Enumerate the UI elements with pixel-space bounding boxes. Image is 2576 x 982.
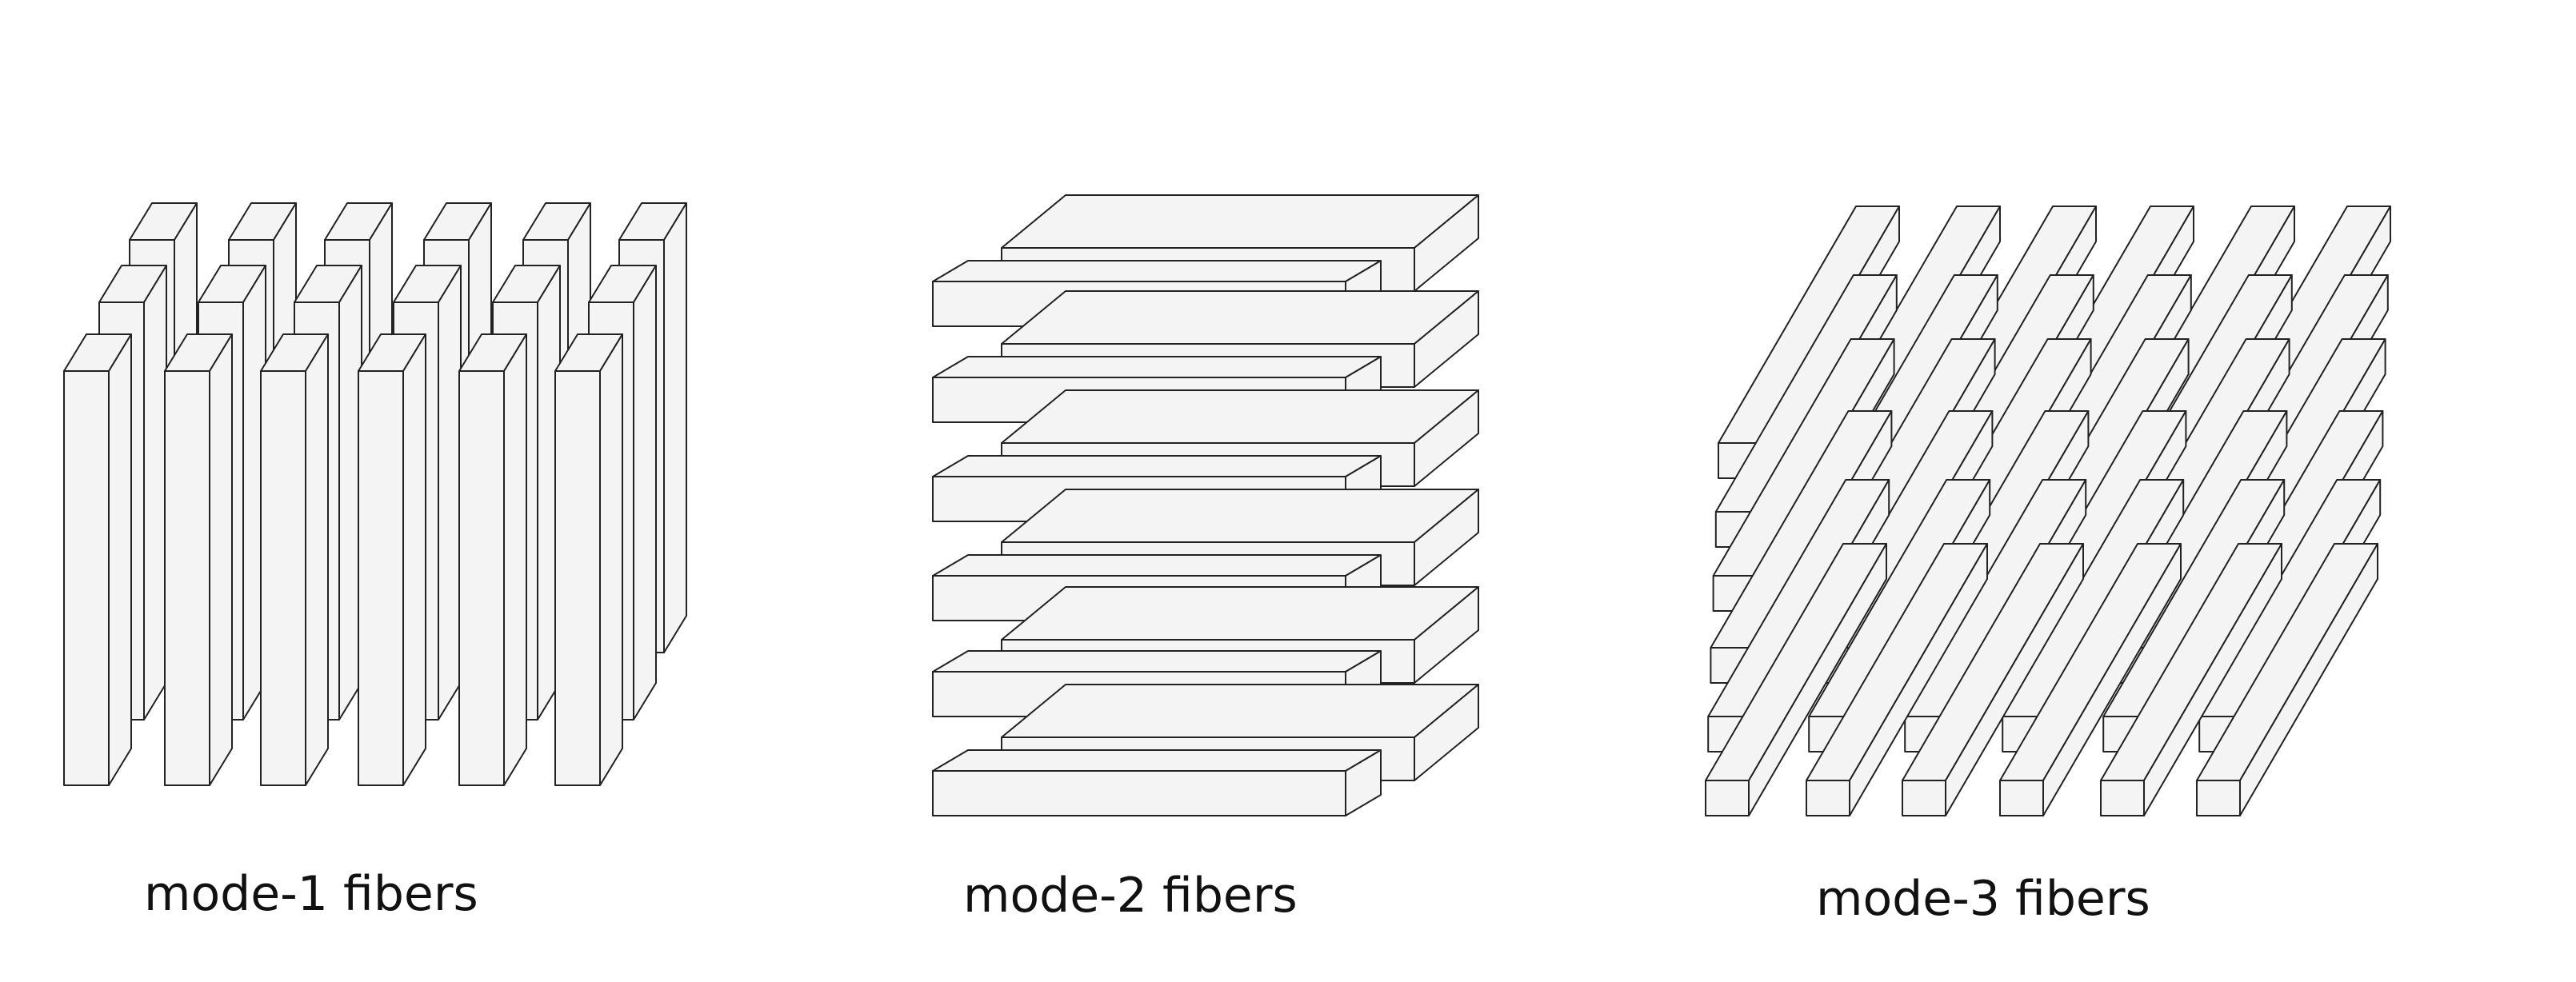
horizontal-fiber-front-5-top-face (932, 749, 1382, 772)
mode-3-fibers-panel (1705, 206, 2391, 816)
vertical-fiber-r2-c0 (63, 333, 132, 786)
horizontal-fiber-front-5 (932, 749, 1382, 816)
vertical-fiber-r2-c0-front-face (63, 370, 110, 786)
depth-fiber-r5-c1 (1806, 543, 1988, 816)
depth-fiber-r5-c2 (1902, 543, 2084, 816)
vertical-fiber-r2-c2 (260, 333, 329, 786)
horizontal-fiber-front-5-front-face (932, 770, 1346, 816)
horizontal-fiber-front-4-top-face (932, 650, 1382, 673)
horizontal-fiber-back-4-top-face (1001, 586, 1479, 641)
vertical-fiber-r1-c0-side-face (143, 265, 167, 721)
vertical-fiber-r2-c5-front-face (554, 370, 601, 786)
vertical-fiber-r2-c5-side-face (599, 333, 623, 786)
horizontal-fiber-back-2-top-face (1001, 389, 1479, 444)
mode-2-fibers-panel (932, 194, 1479, 816)
vertical-fiber-r2-c1-front-face (164, 370, 210, 786)
depth-fiber-r5-c0 (1705, 543, 1887, 816)
horizontal-fiber-back-3-top-face (1001, 489, 1479, 543)
depth-fiber-r5-c2-front-face (1902, 780, 1946, 816)
mode-1-fibers-panel (63, 202, 687, 786)
depth-fiber-r5-c1-front-face (1806, 780, 1850, 816)
vertical-fiber-r2-c3-front-face (358, 370, 404, 786)
vertical-fiber-r1-c3-side-face (438, 265, 462, 721)
depth-fiber-r5-c5 (2196, 543, 2378, 816)
vertical-fiber-r0-c5-side-face (663, 202, 687, 653)
vertical-fiber-r2-c2-front-face (260, 370, 306, 786)
depth-fiber-r5-c3 (1999, 543, 2182, 816)
vertical-fiber-r2-c5 (554, 333, 623, 786)
horizontal-fiber-front-1-top-face (932, 356, 1382, 378)
horizontal-fiber-front-2-top-face (932, 455, 1382, 477)
depth-fiber-r5-c3-front-face (1999, 780, 2044, 816)
horizontal-fiber-back-1-top-face (1001, 290, 1479, 345)
depth-fiber-r5-c0-front-face (1705, 780, 1750, 816)
depth-fiber-r5-c4 (2100, 543, 2282, 816)
vertical-fiber-r2-c4-front-face (458, 370, 505, 786)
depth-fiber-r5-c4-front-face (2100, 780, 2145, 816)
vertical-fiber-r2-c3-side-face (402, 333, 426, 786)
vertical-fiber-r1-c5-side-face (633, 265, 657, 721)
vertical-fiber-r2-c1 (164, 333, 233, 786)
depth-fiber-r5-c5-front-face (2196, 780, 2241, 816)
horizontal-fiber-front-3-top-face (932, 554, 1382, 577)
vertical-fiber-r2-c4-side-face (503, 333, 527, 786)
horizontal-fiber-front-0-top-face (932, 260, 1382, 282)
vertical-fiber-r2-c4 (458, 333, 527, 786)
vertical-fiber-r2-c2-side-face (305, 333, 329, 786)
mode-2-caption: mode-2 fibers (963, 868, 1298, 924)
horizontal-fiber-back-0-top-face (1001, 194, 1479, 249)
vertical-fiber-r2-c0-side-face (108, 333, 132, 786)
mode-1-caption: mode-1 fibers (144, 866, 478, 922)
horizontal-fiber-back-5-top-face (1001, 684, 1479, 738)
vertical-fiber-r2-c1-side-face (209, 333, 233, 786)
mode-3-caption: mode-3 fibers (1816, 871, 2150, 927)
vertical-fiber-r2-c3 (358, 333, 426, 786)
